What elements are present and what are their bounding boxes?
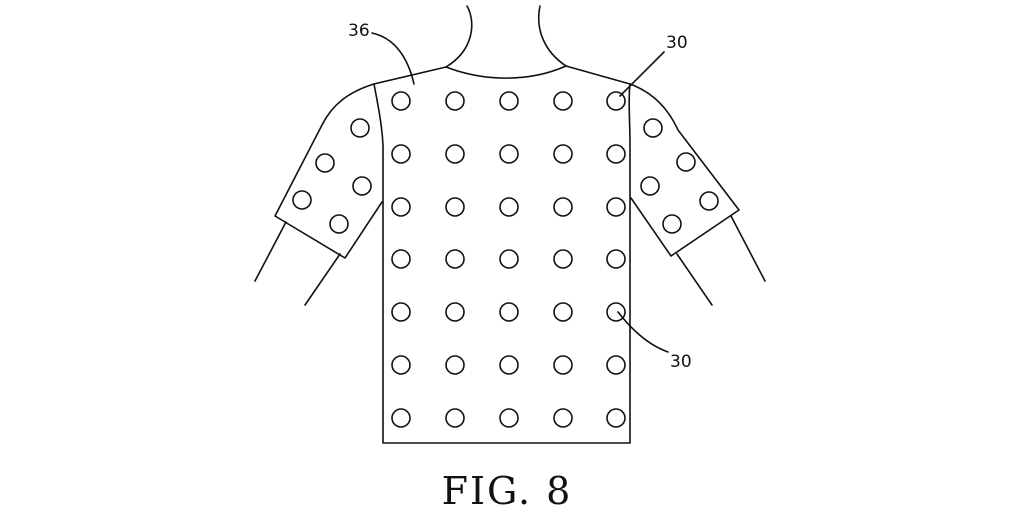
leader-line-30-top [619,51,665,97]
sensor-dot-r2-c3 [499,144,519,164]
reference-label-30-top: 30 [666,33,688,53]
sensor-dot-r3-c1 [391,197,411,217]
sensor-dot-r4-c1 [391,249,411,269]
right-sleeve-sensor-dot-5 [662,214,682,234]
right-sleeve-sensor-dot-3 [640,176,660,196]
sensor-dot-r6-c4 [553,355,573,375]
sensor-dot-r1-c4 [553,91,573,111]
right-sleeve-sensor-dot-2 [676,152,696,172]
sensor-dot-r7-c4 [553,408,573,428]
sensor-dot-r3-c5 [606,197,626,217]
reference-label-30-side: 30 [670,352,692,372]
sensor-dot-r3-c4 [553,197,573,217]
sensor-dot-r6-c5 [606,355,626,375]
figure-caption: FIG. 8 [442,469,573,511]
leader-line-36 [371,32,415,85]
sensor-dot-r7-c2 [445,408,465,428]
right-arm-outer-line [730,215,766,282]
shirt-body-outline [373,83,631,444]
shirt-left-shoulder [373,66,447,85]
sensor-dot-r2-c2 [445,144,465,164]
sensor-dot-r5-c2 [445,302,465,322]
neck-left-line [445,5,473,68]
sensor-dot-r3-c2 [445,197,465,217]
right-sleeve-sensor-dot-4 [699,191,719,211]
sensor-dot-r2-c4 [553,144,573,164]
sensor-dot-r6-c2 [445,355,465,375]
sensor-dot-r5-c1 [391,302,411,322]
left-sleeve-sensor-dot-2 [315,153,335,173]
sensor-dot-r4-c4 [553,249,573,269]
left-sleeve-sensor-dot-5 [329,214,349,234]
sensor-dot-r6-c1 [391,355,411,375]
reference-label-36: 36 [348,21,370,41]
shirt-right-shoulder [565,65,631,85]
sensor-dot-r7-c3 [499,408,519,428]
sensor-dot-r2-c1 [391,144,411,164]
left-sleeve-outline [274,83,383,259]
neck-right-line [538,5,567,67]
sensor-dot-r1-c3 [499,91,519,111]
left-arm-outer-line [254,221,287,282]
sleeve-sensors [292,118,719,234]
sensor-dot-r4-c3 [499,249,519,269]
right-sleeve-outline [629,83,740,257]
sensor-dot-r6-c3 [499,355,519,375]
sensor-dot-r3-c3 [499,197,519,217]
sensor-dot-r5-c4 [553,302,573,322]
right-arm-inner-line [676,253,713,306]
sensor-dot-r5-c5 [606,302,626,322]
sensor-dot-r2-c5 [606,144,626,164]
body-sensor-grid [391,91,626,428]
sensor-dot-r7-c5 [606,408,626,428]
sensor-dot-r5-c3 [499,302,519,322]
sensor-dot-r4-c5 [606,249,626,269]
sensor-dot-r4-c2 [445,249,465,269]
sensor-dot-r1-c1 [391,91,411,111]
leader-line-30-side [617,311,669,353]
left-sleeve-sensor-dot-1 [350,118,370,138]
shirt-collar [445,65,567,79]
sensor-dot-r7-c1 [391,408,411,428]
left-sleeve-sensor-dot-3 [352,176,372,196]
left-sleeve-sensor-dot-4 [292,190,312,210]
left-arm-inner-line [304,253,341,306]
right-sleeve-sensor-dot-1 [643,118,663,138]
sensor-dot-r1-c2 [445,91,465,111]
